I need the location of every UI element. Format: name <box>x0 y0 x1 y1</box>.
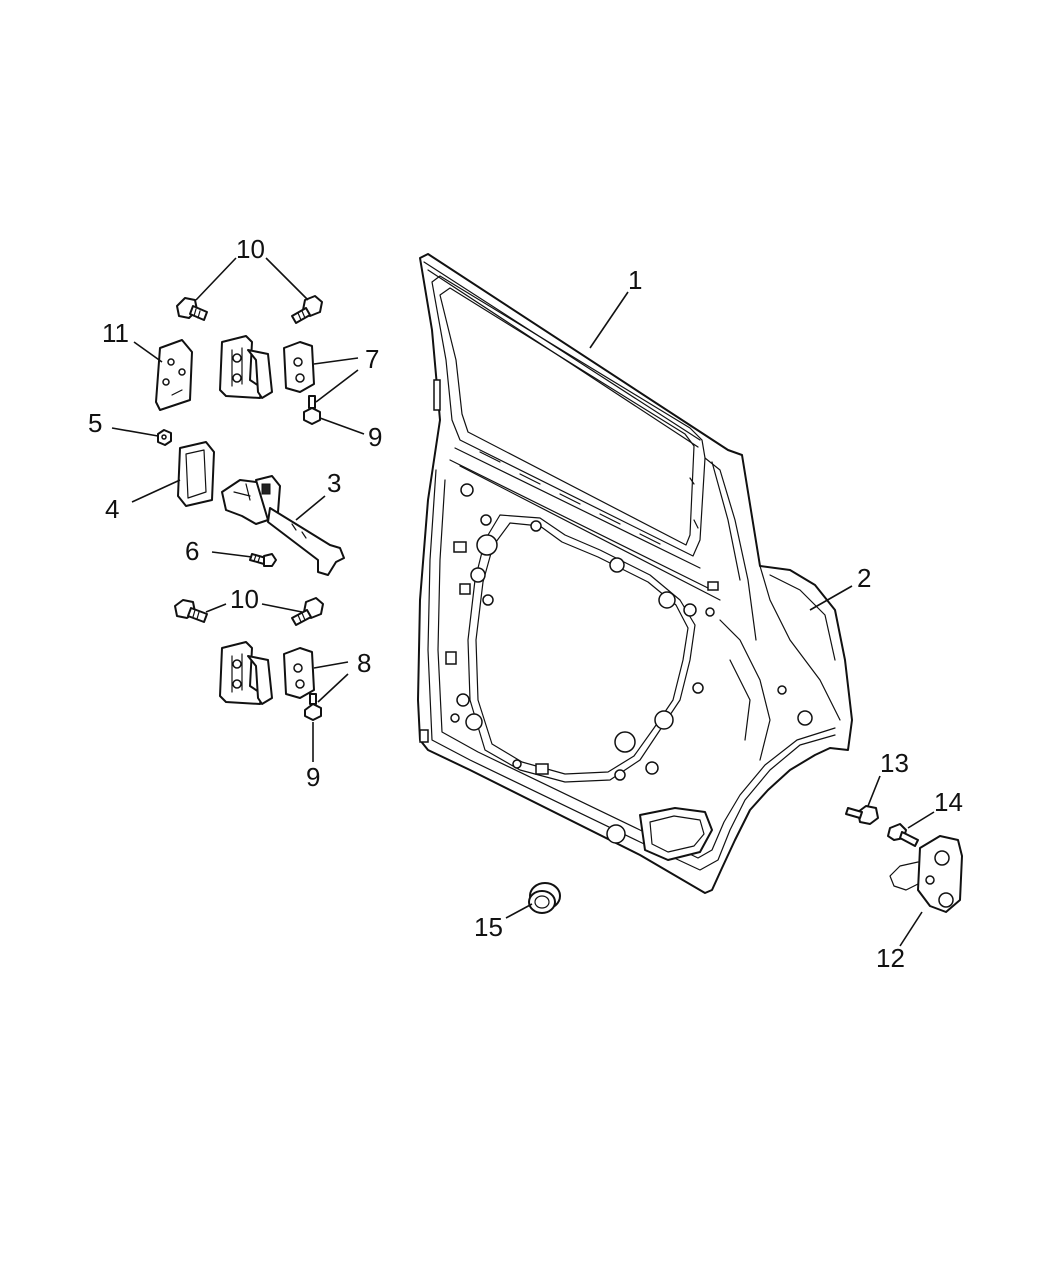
callout-9-lower: 9 <box>306 762 320 792</box>
callout-4: 4 <box>105 494 119 524</box>
hinge-bolt-10-top-right <box>291 295 323 324</box>
check-strap-screw-6 <box>249 553 277 567</box>
striker-bolt-13 <box>845 805 879 825</box>
hinge-shim-plate-11 <box>155 339 193 411</box>
callout-10-upper: 10 <box>236 234 265 264</box>
callout-8: 8 <box>357 648 371 678</box>
callout-5: 5 <box>88 408 102 438</box>
lower-door-hinge-8 <box>219 641 315 705</box>
callout-2: 2 <box>857 563 871 593</box>
door-striker-12 <box>889 835 963 913</box>
drain-plug-15 <box>528 882 561 914</box>
hinge-bolt-9-upper <box>303 395 321 425</box>
door-check-strap-3 <box>221 475 345 576</box>
callout-11: 11 <box>102 318 129 348</box>
callout-13: 13 <box>880 748 909 778</box>
hinge-bolt-10-top-left <box>176 297 208 321</box>
striker-screw-14 <box>887 823 919 847</box>
callout-1: 1 <box>628 265 642 295</box>
callout-9-upper: 9 <box>368 422 382 452</box>
hinge-bolt-9-lower <box>304 693 322 721</box>
callout-7: 7 <box>365 344 379 374</box>
callout-6: 6 <box>185 536 199 566</box>
hinge-bolt-10-lower-left <box>174 599 208 623</box>
upper-door-hinge-7 <box>219 335 315 399</box>
callout-14: 14 <box>934 787 963 817</box>
door-shell-part-1 <box>417 253 853 894</box>
callout-15: 15 <box>474 912 503 942</box>
hinge-bolt-10-lower-right <box>291 597 324 626</box>
leader-lines <box>111 257 935 947</box>
nut-5 <box>157 429 172 446</box>
check-strap-seal-4 <box>177 441 215 507</box>
callout-12: 12 <box>876 943 905 973</box>
callout-10-lower: 10 <box>230 584 259 614</box>
callout-3: 3 <box>327 468 341 498</box>
